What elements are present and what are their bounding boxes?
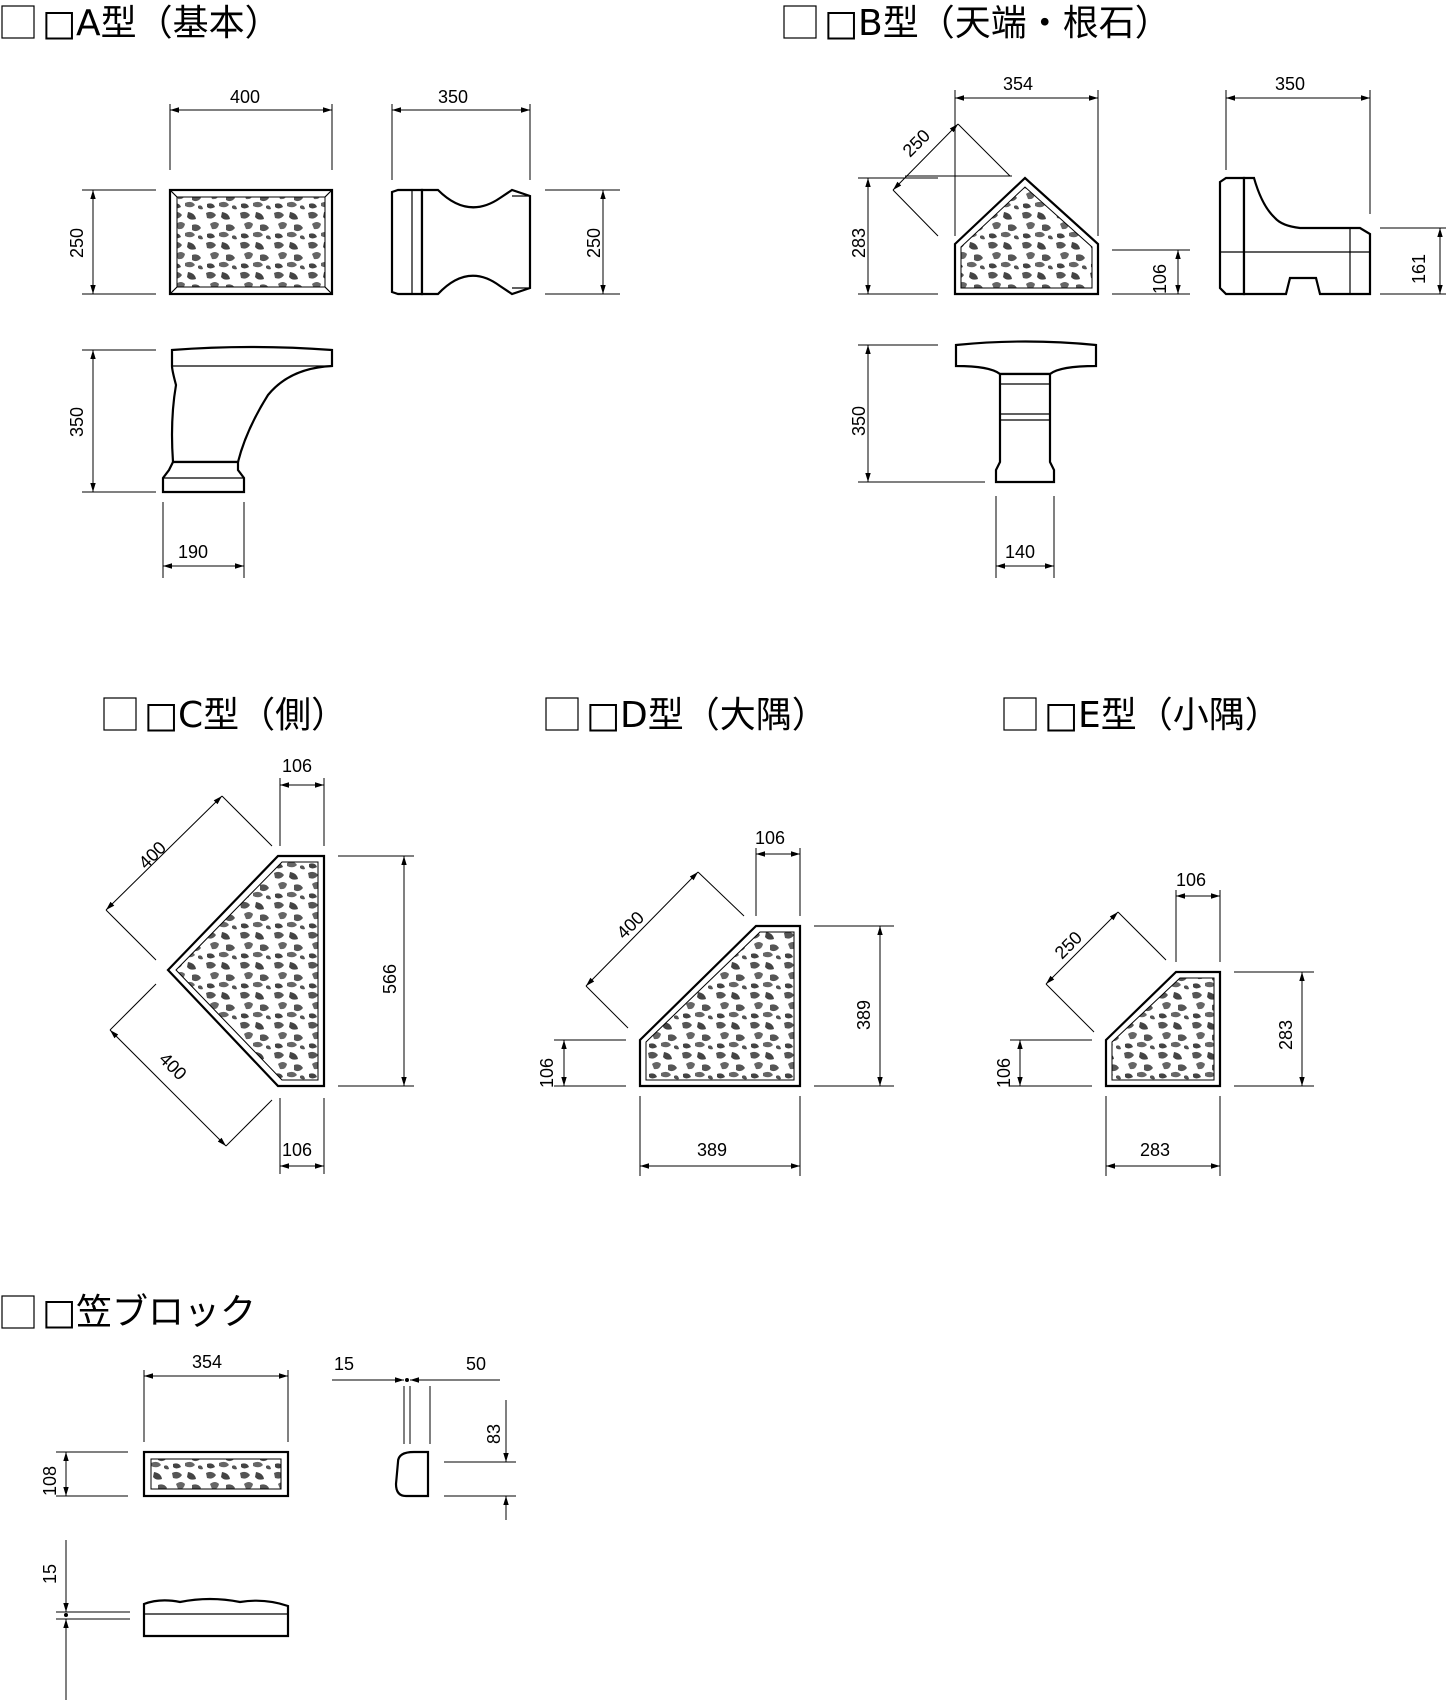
section-cap: □笠ブロック 354 108 15 50 83 (1, 1292, 516, 1700)
dim-cap-thick: 15 (40, 1564, 60, 1584)
dim-a-height: 250 (67, 228, 87, 258)
section-a: □A型（基本） 400 250 350 250 (1, 3, 620, 578)
a-elevation-view: 350 190 (67, 345, 334, 578)
dim-a-depth: 350 (438, 87, 468, 107)
dim-d-height: 389 (854, 1000, 874, 1030)
b-elevation-view: 350 140 (849, 340, 1098, 578)
dim-b-elev: 350 (849, 406, 869, 436)
title-a: □A型（基本） (42, 3, 281, 44)
section-c: □C型（側） 106 400 400 566 106 (103, 695, 414, 1174)
dim-a-elev: 350 (67, 407, 87, 437)
title-e: □E型（小隅） (1044, 695, 1281, 736)
section-b: □B型（天端・根石） 354 250 283 106 350 (783, 3, 1446, 578)
dim-c-bottom: 106 (282, 1140, 312, 1160)
checkbox-a (1, 5, 35, 39)
dim-d-top: 106 (755, 828, 785, 848)
a-front-view: 400 250 (67, 87, 334, 296)
title-cap: □笠ブロック (42, 1292, 256, 1333)
title-d: □D型（大隅） (586, 695, 828, 736)
section-e: □E型（小隅） 106 250 283 106 283 (994, 695, 1314, 1176)
dim-c-diag-top: 400 (135, 837, 170, 872)
cap-side-view: 15 50 83 (332, 1354, 516, 1520)
dim-c-height: 566 (380, 964, 400, 994)
dim-b-base: 140 (1005, 542, 1035, 562)
checkbox-d (545, 697, 579, 731)
title-c: □C型（側） (144, 695, 347, 736)
checkbox-c (103, 697, 137, 731)
cap-elevation-view: 15 (40, 1540, 290, 1700)
cap-front-view: 354 108 (40, 1352, 290, 1498)
dim-d-diag: 400 (613, 907, 648, 942)
dim-d-step: 106 (537, 1058, 557, 1088)
dim-cap-rise: 83 (484, 1424, 504, 1444)
title-b: □B型（天端・根石） (824, 3, 1171, 44)
checkbox-e (1003, 697, 1037, 731)
dim-cap-depth: 50 (466, 1354, 486, 1374)
dim-e-top: 106 (1176, 870, 1206, 890)
dim-a-side-height: 250 (584, 228, 604, 258)
dim-cap-width: 354 (192, 1352, 222, 1372)
dim-b-height: 283 (849, 228, 869, 258)
dim-b-step: 106 (1150, 264, 1170, 294)
checkbox-b (783, 5, 817, 39)
dim-cap-height: 108 (40, 1466, 60, 1496)
b-front-view: 354 250 283 106 (849, 74, 1190, 296)
dim-a-base: 190 (178, 542, 208, 562)
dim-e-height: 283 (1276, 1020, 1296, 1050)
section-d: □D型（大隅） 106 400 389 106 389 (537, 695, 894, 1176)
dim-b-depth: 350 (1275, 74, 1305, 94)
a-side-view: 350 250 (390, 87, 620, 296)
dim-b-side-height: 161 (1409, 254, 1429, 284)
dim-a-width: 400 (230, 87, 260, 107)
dim-c-diag-bottom: 400 (155, 1049, 190, 1084)
dim-b-diag: 250 (899, 125, 934, 160)
dim-e-diag: 250 (1051, 927, 1086, 962)
dim-b-width: 354 (1003, 74, 1033, 94)
dim-cap-lip: 15 (334, 1354, 354, 1374)
dim-c-top: 106 (282, 756, 312, 776)
dim-e-step: 106 (994, 1058, 1014, 1088)
checkbox-cap (1, 1295, 35, 1329)
dim-e-width: 283 (1140, 1140, 1170, 1160)
dim-d-width: 389 (697, 1140, 727, 1160)
b-side-view: 350 161 (1218, 74, 1446, 296)
